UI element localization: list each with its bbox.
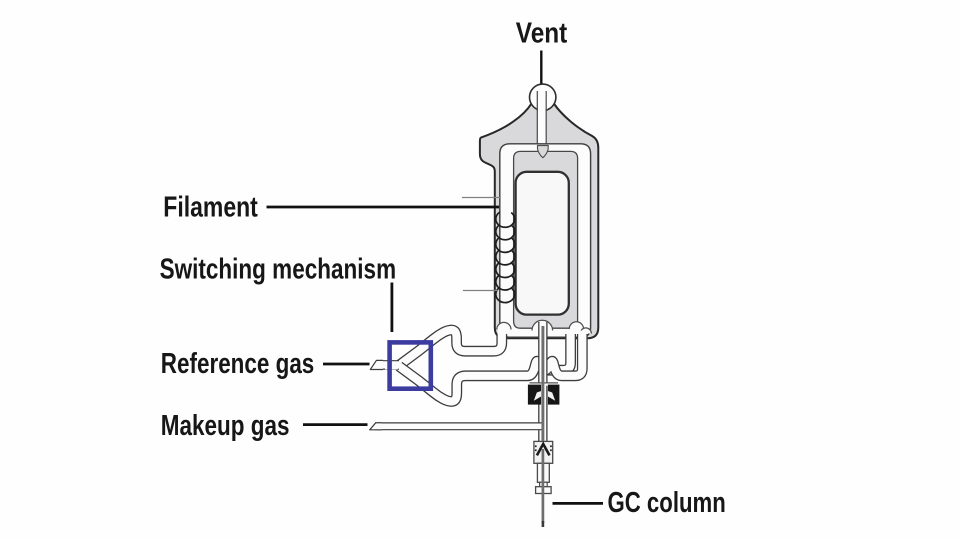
svg-text:Vent: Vent	[516, 18, 568, 50]
svg-text:GC column: GC column	[608, 487, 726, 519]
svg-text:Switching mechanism: Switching mechanism	[160, 254, 397, 286]
svg-text:Makeup gas: Makeup gas	[161, 410, 290, 442]
svg-text:Reference gas: Reference gas	[161, 348, 314, 380]
svg-text:Filament: Filament	[163, 192, 258, 224]
